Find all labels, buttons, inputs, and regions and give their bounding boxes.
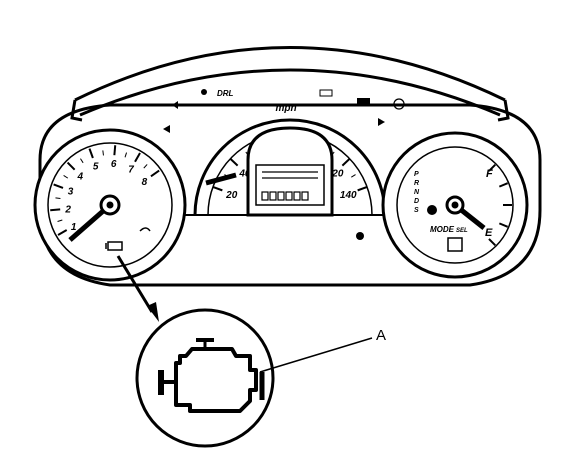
tachometer-tick	[88, 148, 94, 159]
drl-indicator: DRL	[217, 89, 234, 98]
indicator-row	[163, 89, 405, 240]
callout-leader-line	[259, 337, 373, 373]
speedometer-tick-label: 120	[327, 168, 344, 179]
speedometer-tick	[357, 186, 368, 192]
gear-p: P	[414, 171, 419, 178]
tachometer-tick-label: 3	[68, 187, 74, 198]
gear-d: D	[414, 198, 419, 205]
tachometer-tick-label: 4	[77, 171, 84, 182]
cluster-hood	[70, 46, 510, 122]
tachometer-tick-label: 2	[64, 205, 71, 216]
check-engine-indicator-small	[105, 241, 123, 251]
tachometer-tick	[57, 229, 68, 236]
lcd-segments	[261, 171, 318, 201]
speedometer-tick-label: 140	[340, 190, 357, 201]
left-turn-signal-icon	[172, 101, 178, 109]
tachometer-tick	[50, 208, 61, 212]
turn-signal-icon	[163, 125, 170, 133]
speed-unit-label: mph	[275, 103, 296, 114]
tachometer-tick	[113, 145, 117, 156]
tachometer-tick-label: 5	[93, 162, 99, 173]
tachometer-tick-marks	[50, 145, 160, 236]
tachometer-minor-tick	[80, 158, 84, 164]
speedometer-minor-tick	[351, 174, 356, 178]
speedometer-tick-label: 20	[225, 190, 238, 201]
sel-label: SEL	[456, 228, 468, 234]
mode-label: MODE	[430, 225, 455, 234]
gear-n: N	[414, 189, 420, 196]
fuel-tick	[498, 222, 509, 228]
gear-indicator: P R N D S	[414, 171, 420, 214]
seatbelt-icon	[427, 205, 437, 215]
fuel-full-label: F	[486, 168, 493, 180]
right-turn-signal-icon	[378, 118, 385, 126]
tachometer-minor-tick	[55, 197, 61, 199]
fuel-lcd	[447, 237, 463, 252]
speedometer-tick	[341, 158, 351, 167]
tachometer-minor-tick	[143, 164, 148, 169]
tachometer-minor-tick	[63, 175, 69, 179]
tachometer-tick-label: 1	[71, 222, 77, 233]
tpms-icon	[393, 98, 405, 110]
tachometer-tick	[150, 169, 160, 178]
speedometer-tick	[212, 186, 223, 192]
speedometer-tick-label: 40	[238, 168, 251, 179]
fuel-tick	[488, 163, 497, 172]
lcd-display	[255, 164, 325, 206]
check-engine-icon	[158, 338, 265, 413]
fuel-tick-marks	[488, 163, 512, 247]
fuel-gauge: F E P R N D S MODE SEL	[381, 131, 529, 279]
pointer-arrow	[116, 255, 159, 322]
zoom-detail: A	[135, 308, 386, 448]
gear-r: R	[414, 180, 419, 187]
tachometer-tick-label: 8	[142, 177, 148, 188]
tachometer-tick	[53, 183, 64, 189]
speedometer-needle	[205, 172, 237, 186]
tachometer-minor-tick	[57, 219, 63, 223]
gear-s: S	[414, 207, 419, 214]
speedometer: 20406080100120140 mph DRL	[193, 89, 387, 217]
speedometer-tick	[229, 158, 239, 167]
tachometer-tick	[134, 152, 141, 163]
tachometer-minor-tick	[102, 150, 104, 156]
oil-pressure-icon	[139, 227, 151, 232]
fuel-tick	[488, 238, 497, 247]
tachometer-minor-tick	[124, 152, 128, 158]
fuel-empty-label: E	[485, 227, 493, 239]
tachometer-tick-label: 6	[111, 159, 117, 170]
indicator-dot	[356, 232, 364, 240]
callout-label: A	[376, 327, 386, 344]
tachometer-tick-label: 7	[128, 165, 134, 176]
fuel-tick	[498, 182, 509, 188]
tachometer-tick	[66, 161, 76, 171]
